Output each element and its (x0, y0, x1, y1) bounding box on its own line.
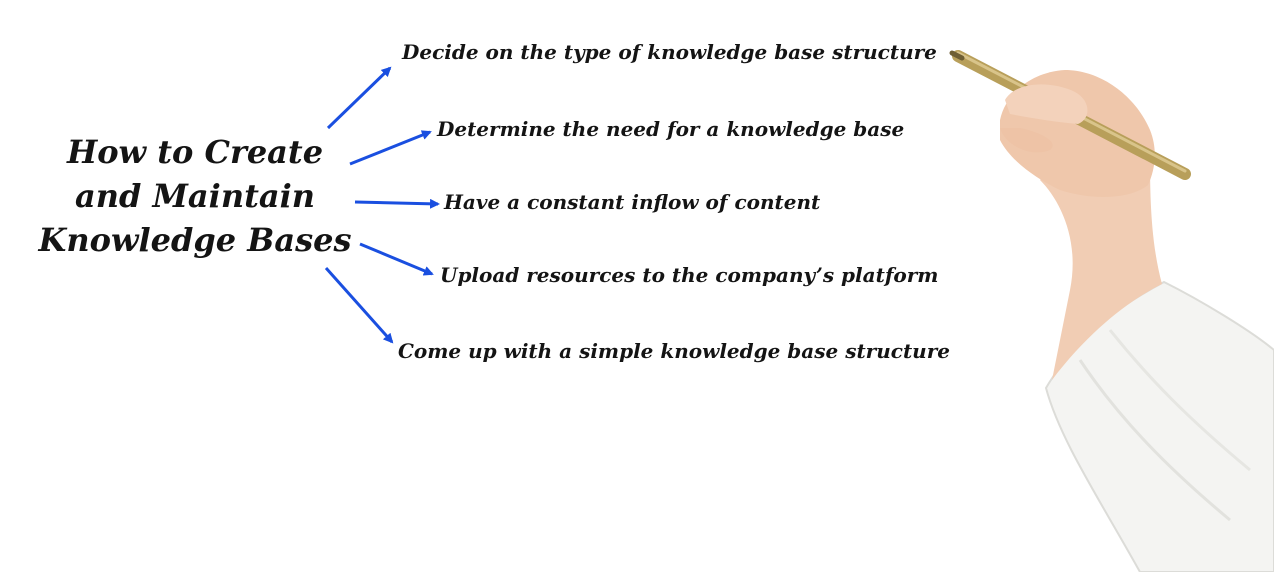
step-5: Come up with a simple knowledge base str… (398, 339, 950, 363)
title-line-1: How to Create (66, 133, 324, 171)
thumb (1000, 128, 1053, 153)
arrow-3 (354, 198, 440, 209)
step-3: Have a constant inflow of content (444, 190, 821, 214)
arrow-1 (326, 66, 392, 130)
arrow-5 (324, 267, 394, 344)
step-1: Decide on the type of knowledge base str… (402, 40, 937, 64)
step-2: Determine the need for a knowledge base (437, 117, 905, 141)
index-finger (1005, 84, 1088, 124)
forearm (1040, 146, 1162, 380)
arrow-2 (349, 130, 432, 166)
title-line-2: and Maintain (74, 177, 316, 215)
arrow-4 (359, 242, 434, 276)
step-4: Upload resources to the company’s platfo… (440, 263, 939, 287)
diagram-title: How to Create and Maintain Knowledge Bas… (30, 130, 360, 262)
title-line-3: Knowledge Bases (38, 221, 352, 259)
